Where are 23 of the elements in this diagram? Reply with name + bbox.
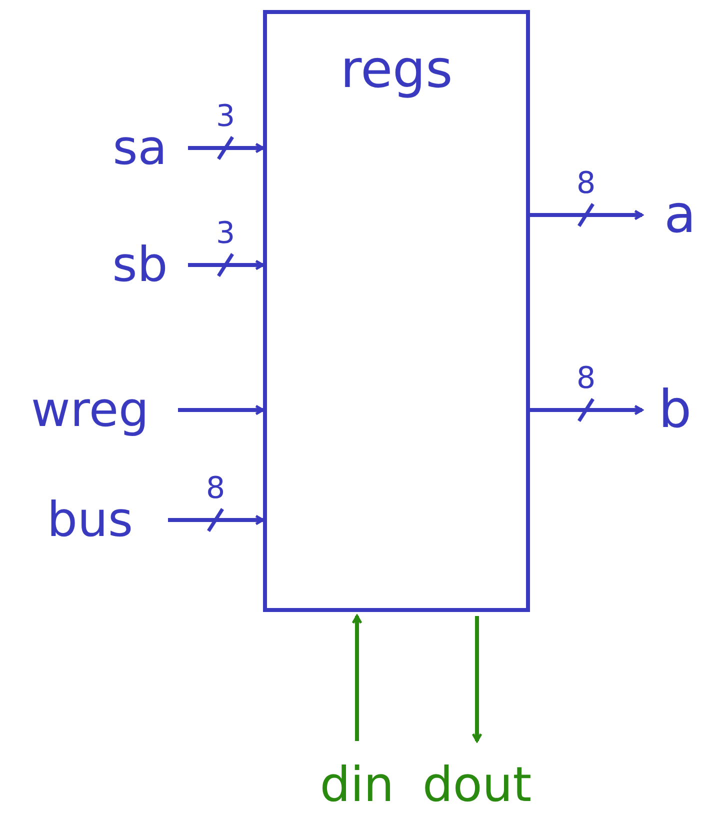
signal-label: sb [112, 241, 168, 289]
signal-label: wreg [31, 386, 149, 434]
arrow [168, 514, 264, 526]
arrow [178, 404, 264, 416]
bus-width-label: 8 [576, 169, 596, 199]
signal-label: din [320, 761, 394, 809]
arrow [188, 260, 264, 270]
bus-width-label: 3 [216, 102, 236, 132]
bus-width-label: 8 [206, 474, 226, 504]
bus-width-label: 3 [216, 219, 236, 249]
bus-width-label: 8 [576, 364, 596, 394]
signal-label: bus [47, 496, 133, 544]
arrow [188, 142, 264, 154]
signal-label: b [658, 384, 692, 436]
arrow [472, 616, 482, 742]
arrow [352, 614, 362, 741]
arrow [530, 404, 644, 416]
signal-label: dout [422, 761, 532, 809]
signal-label: a [664, 189, 696, 241]
signal-label: sa [112, 124, 168, 172]
arrow [530, 210, 644, 220]
block-title: regs [340, 44, 453, 96]
register-block [263, 10, 530, 612]
